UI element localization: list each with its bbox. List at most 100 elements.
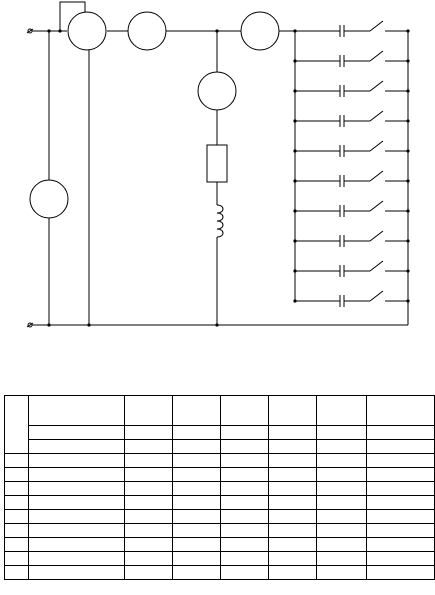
table-cell (366, 467, 435, 482)
table-cell (366, 523, 435, 538)
table-row (4, 481, 435, 496)
table-row (4, 565, 435, 580)
table-cell (366, 537, 435, 552)
switch-blade (369, 110, 384, 122)
table-cell (172, 453, 221, 468)
table-index-cell (4, 453, 29, 468)
table-subheader-cell (220, 439, 269, 454)
junction-dot (406, 179, 410, 183)
table-cell (172, 509, 221, 524)
junction-dot (293, 89, 297, 93)
table-cell (268, 551, 317, 566)
table-cell (366, 565, 435, 580)
table-cell (220, 509, 269, 524)
table-cell (316, 523, 367, 538)
table-subheader-cell (366, 425, 435, 440)
table-cell (220, 467, 269, 482)
table-cell (28, 537, 125, 552)
junction-dot (406, 299, 410, 303)
table-cell (366, 551, 435, 566)
circuit-diagram (26, 1, 410, 328)
junction-dot (293, 209, 297, 213)
capacitor-switch-branch (293, 200, 410, 217)
table-cell (316, 467, 367, 482)
table-cell (172, 551, 221, 566)
table-cell (316, 537, 367, 552)
table-cell (172, 565, 221, 580)
table-cell (124, 453, 173, 468)
table-cell (172, 467, 221, 482)
table-index-cell (4, 481, 29, 496)
table-cell (220, 453, 269, 468)
switch-blade (369, 230, 384, 242)
switch-blade (369, 200, 384, 212)
table-cell (220, 537, 269, 552)
table-cell (366, 481, 435, 496)
table-cell (28, 509, 125, 524)
table-subheader-cell (268, 439, 317, 454)
table-cell (124, 565, 173, 580)
table-index-cell (4, 551, 29, 566)
table-subheader-row (5, 425, 435, 440)
table-body (4, 395, 435, 580)
table-cell (124, 537, 173, 552)
table-header-cell (220, 395, 269, 426)
table-cell (28, 453, 125, 468)
table-cell (220, 551, 269, 566)
table-row (4, 523, 435, 538)
meter-2-circle (127, 11, 167, 51)
table-header-cell (28, 395, 125, 426)
table-cell (268, 495, 317, 510)
table-cell (172, 523, 221, 538)
junction-dot (293, 239, 297, 243)
table-header-cell (316, 395, 367, 426)
table-cell (366, 495, 435, 510)
table-row (4, 467, 435, 482)
capacitor-switch-branch (293, 170, 410, 187)
table-cell (366, 509, 435, 524)
table-cell (28, 467, 125, 482)
table-subheader-cell (28, 425, 125, 440)
table-cell (172, 481, 221, 496)
capacitor-switch-branch (293, 110, 410, 127)
junction-dot (406, 59, 410, 63)
table-cell (124, 467, 173, 482)
table-corner-cell (4, 395, 29, 454)
junction-dot (293, 119, 297, 123)
table-cell (316, 453, 367, 468)
table-cell (124, 509, 173, 524)
table-row (4, 453, 435, 468)
table-cell (268, 537, 317, 552)
table-subheader-cell (316, 425, 367, 440)
table-cell (268, 509, 317, 524)
table-header-cell (172, 395, 221, 426)
switch-blade (369, 260, 384, 272)
table-row (4, 551, 435, 566)
feedback-loop-wire (59, 1, 86, 31)
table-subheader-cell (124, 439, 173, 454)
inductor-coil (216, 204, 224, 238)
table-subheader-cell (172, 425, 221, 440)
table-header-cell (124, 395, 173, 426)
table-cell (220, 481, 269, 496)
table-index-cell (4, 509, 29, 524)
switch-blade (369, 170, 384, 182)
table-subheader-cell (28, 439, 125, 454)
table-cell (316, 481, 367, 496)
table-subheader-cell (220, 425, 269, 440)
table-cell (28, 551, 125, 566)
capacitor-switch-branch (333, 20, 410, 37)
table-index-cell (4, 537, 29, 552)
table-index-cell (4, 565, 29, 580)
table-cell (28, 481, 125, 496)
table-cell (28, 523, 125, 538)
table-cell (124, 481, 173, 496)
table-subheader-cell (172, 439, 221, 454)
capacitor-switch-branch (293, 140, 410, 157)
junction-dot (293, 149, 297, 153)
junction-dot (406, 119, 410, 123)
table-cell (124, 551, 173, 566)
rl-branch (197, 31, 237, 325)
junction-dot (406, 89, 410, 93)
table-cell (316, 509, 367, 524)
